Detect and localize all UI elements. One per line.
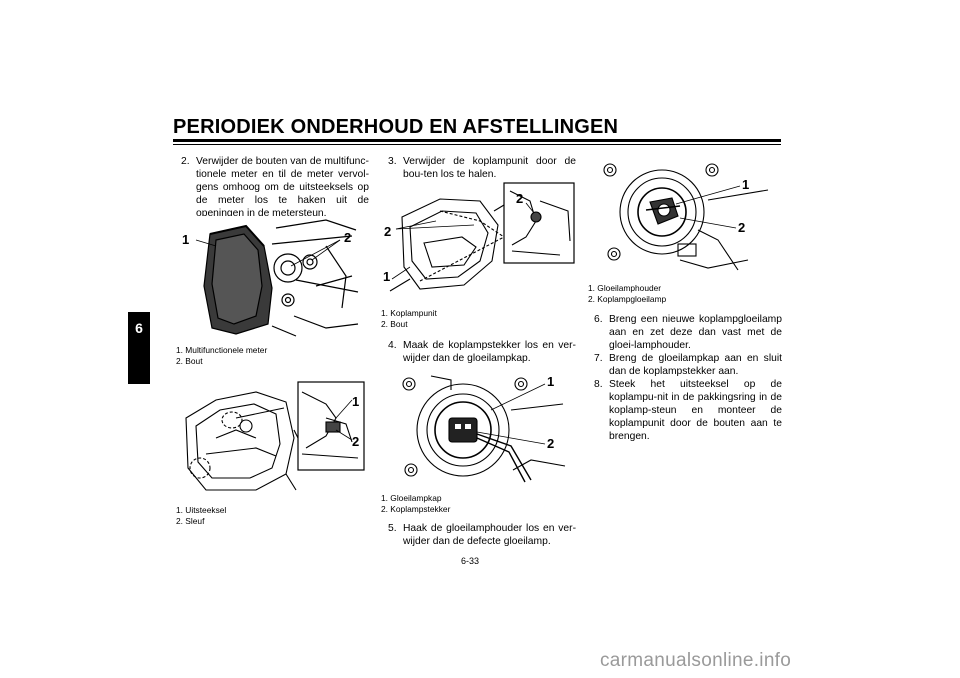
legend-item: 1. Gloeilamphouder [588,283,662,293]
step-4: 4. Maak de koplampstekker los en ver-wij… [388,339,576,365]
callout-1: 1 [547,374,555,389]
step-number: 6. [594,314,603,325]
chapter-tab: 6 [128,312,150,384]
callout-2: 2 [384,224,392,239]
legend-item: 1. Uitsteeksel [176,505,227,515]
step-7: 7. Breng de gloeilampkap aan en sluit da… [594,352,782,378]
figure-meter-bolts: 1 2 [176,216,360,338]
step-number: 5. [388,523,397,534]
figure-bulb-holder: 1 2 [588,160,774,276]
page-title: PERIODIEK ONDERHOUD EN AFSTELLINGEN [173,116,619,138]
step-8: 8. Steek het uitsteeksel op de koplampu-… [594,378,782,443]
step-text: Verwijder de koplampunit door de bou-ten… [403,156,576,180]
callout-2: 2 [547,436,555,451]
step-number: 4. [388,340,397,351]
header-rule-thin [173,144,781,145]
step-number: 3. [388,156,397,167]
legend-item: 1. Gloeilampkap [381,493,442,503]
step-text: Verwijder de bouten van de multifunc-tio… [196,156,369,219]
step-number: 7. [594,353,603,364]
callout-2: 2 [516,191,524,206]
legend-item: 1. Koplampunit [381,308,437,318]
step-6: 6. Breng een nieuwe koplampgloeilamp aan… [594,313,782,352]
callout-2: 2 [738,220,746,235]
step-text: Steek het uitsteeksel op de koplampu-nit… [609,379,782,442]
legend-item: 2. Koplampstekker [381,504,451,514]
chapter-number: 6 [135,320,143,336]
legend-item: 2. Bout [176,356,203,366]
step-3: 3. Verwijder de koplampunit door de bou-… [388,155,576,181]
page-number: 6-33 [461,556,480,566]
callout-1: 1 [182,232,190,247]
legend-item: 2. Bout [381,319,408,329]
header-rule [173,139,781,142]
watermark: carmanualsonline.info [600,650,792,671]
step-number: 8. [594,379,603,390]
figure-legend: 1. Gloeilamphouder 2. Koplampgloeilamp [588,283,666,305]
callout-2: 2 [352,434,360,449]
step-5: 5. Haak de gloeilamphouder los en ver-wi… [388,522,576,548]
legend-item: 1. Multifunctionele meter [176,345,268,355]
callout-2: 2 [344,230,352,245]
figure-headlight-unit: 2 2 1 [380,181,576,301]
callout-1: 1 [352,394,360,409]
legend-item: 2. Koplampgloeilamp [588,294,667,304]
figure-bulb-cover: 1 2 [381,370,569,486]
step-text: Maak de koplampstekker los en ver-wijder… [403,340,576,364]
figure-legend: 1. Gloeilampkap 2. Koplampstekker [381,493,450,515]
step-number: 2. [181,156,190,167]
step-text: Breng een nieuwe koplampgloeilamp aan en… [609,314,782,351]
figure-legend: 1. Uitsteeksel 2. Sleuf [176,505,226,527]
step-text: Breng de gloeilampkap aan en sluit dan d… [609,353,782,377]
legend-item: 2. Sleuf [176,516,205,526]
figure-legend: 1. Koplampunit 2. Bout [381,308,437,330]
callout-1: 1 [383,269,391,284]
step-2: 2. Verwijder de bouten van de multifunc-… [181,155,369,220]
figure-projection-slot: 1 2 [176,378,366,496]
callout-1: 1 [742,177,750,192]
step-text: Haak de gloeilamphouder los en ver-wijde… [403,523,576,547]
figure-legend: 1. Multifunctionele meter 2. Bout [176,345,267,367]
